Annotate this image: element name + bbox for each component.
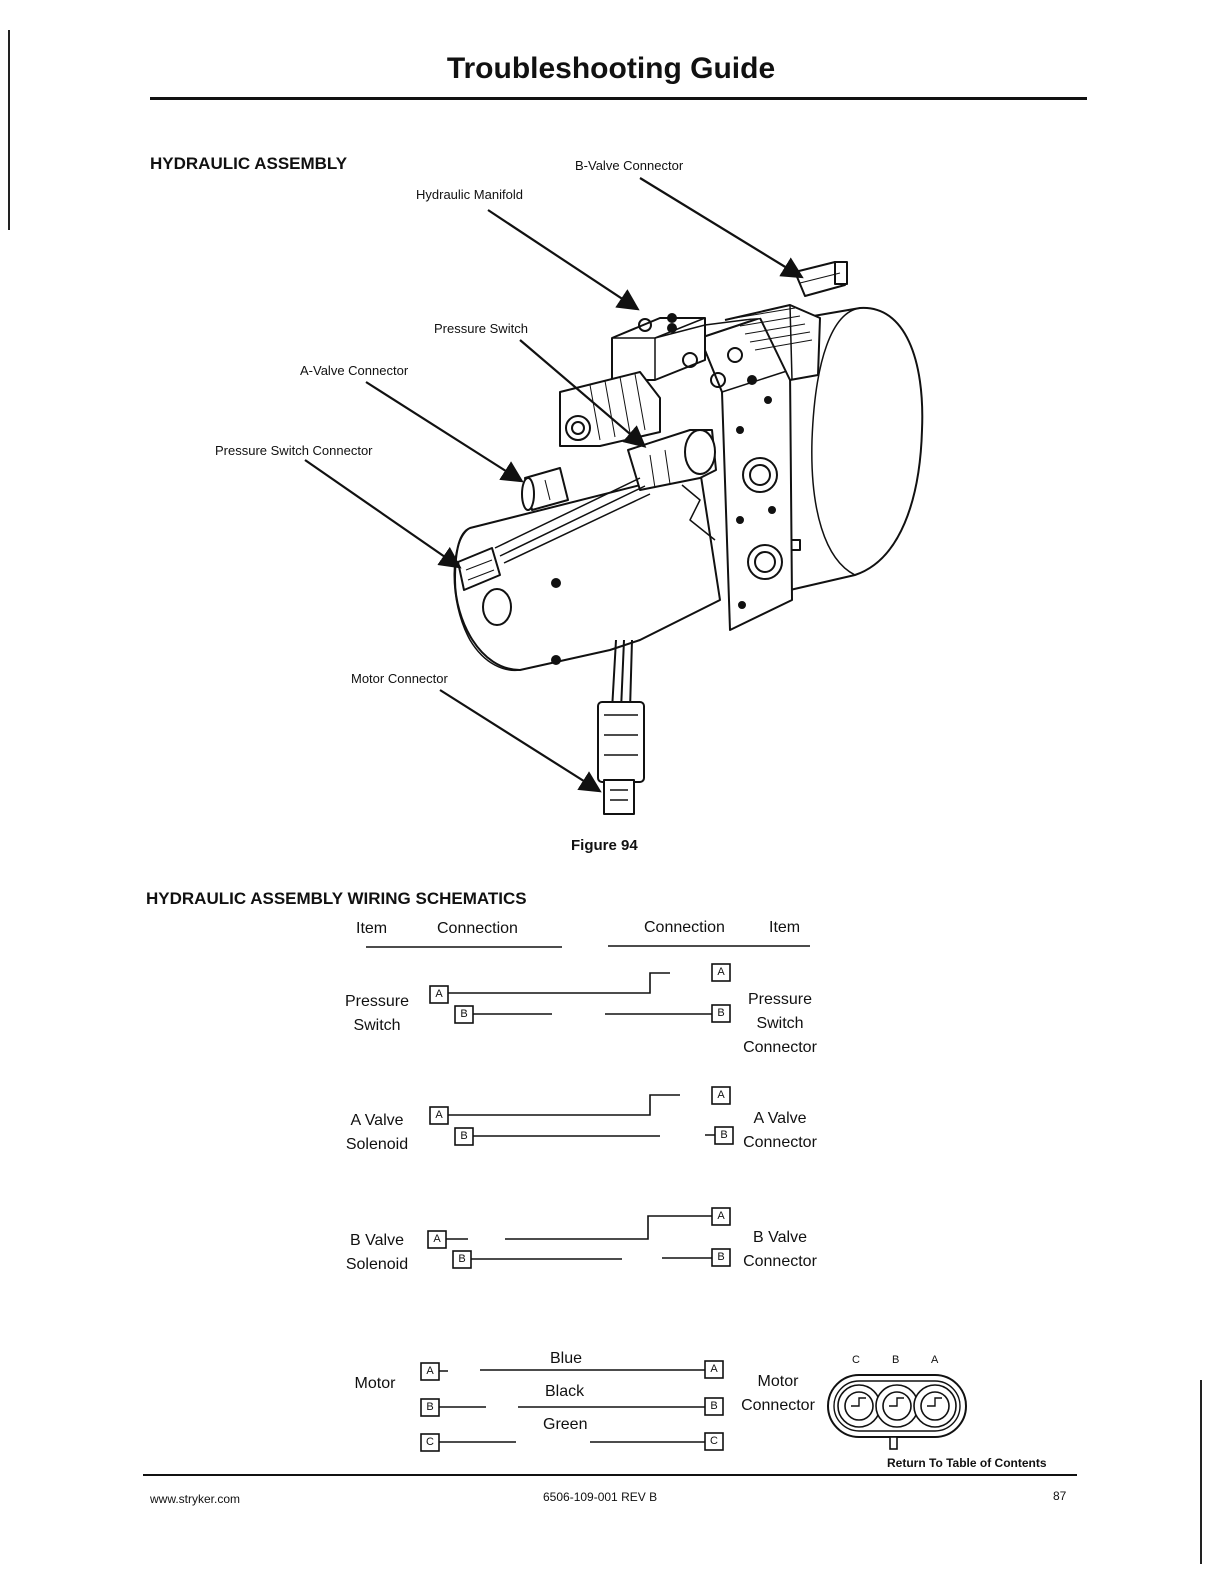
wire-bv-b: [471, 1257, 712, 1260]
pin-av-left-b: B: [460, 1130, 468, 1142]
schematic-label-a-valve-connector: A Valve Connector: [743, 1110, 817, 1151]
schematic-label-b-valve-connector: B Valve Connector: [743, 1229, 817, 1270]
wire-label-green: Green: [543, 1416, 588, 1433]
callout-a-valve-connector: A-Valve Connector: [300, 363, 409, 378]
b-valve-connector-icon: [794, 261, 848, 297]
section-heading-hydraulic-assembly: HYDRAULIC ASSEMBLY: [150, 154, 348, 173]
pin-av-left-a: A: [435, 1109, 443, 1121]
callout-leader-arrows: [304, 177, 804, 793]
plug-pin-label-a: A: [931, 1354, 939, 1366]
wire-ps-a: [448, 972, 670, 994]
pin-bv-right-b: B: [717, 1251, 725, 1263]
a-valve-solenoid-icon: [559, 371, 661, 447]
pin-bv-left-a: A: [433, 1233, 441, 1245]
header-left-connection: Connection: [437, 920, 518, 937]
pin-av-right-a: A: [717, 1089, 725, 1101]
callout-pressure-switch: Pressure Switch: [434, 321, 528, 336]
schematic-label-pressure-switch: Pressure Switch: [344, 993, 410, 1034]
schematic-label-pressure-switch-connector: Pressure Switch Connector: [743, 991, 817, 1056]
schematic-label-motor: Motor: [354, 1375, 396, 1392]
pin-ps-right-a: A: [717, 966, 725, 978]
callout-hydraulic-manifold: Hydraulic Manifold: [416, 187, 523, 202]
b-valve-solenoid-icon: [724, 304, 821, 381]
footer-website: www.stryker.com: [150, 1492, 241, 1506]
pin-motor-left-b: B: [426, 1401, 434, 1413]
footer-page-number: 87: [1053, 1489, 1067, 1503]
pin-motor-right-c: C: [710, 1435, 718, 1447]
pin-motor-left-c: C: [426, 1436, 434, 1448]
wire-label-black: Black: [545, 1383, 585, 1400]
plug-pin-label-c: C: [852, 1354, 860, 1366]
motor-connector-plug-icon: [597, 701, 645, 815]
wire-motor-blue: [439, 1369, 705, 1372]
pin-motor-right-a: A: [710, 1363, 718, 1375]
header-right-connection: Connection: [644, 919, 725, 936]
plug-pin-label-b: B: [892, 1354, 900, 1366]
motor-connector-plug-face-icon: [827, 1374, 967, 1450]
footer-rule: [143, 1474, 1077, 1476]
pin-ps-right-b: B: [717, 1007, 725, 1019]
pin-bv-left-b: B: [458, 1253, 466, 1265]
manifold-block-icon: [611, 313, 761, 388]
header-right-item: Item: [769, 919, 801, 936]
pressure-switch-icon: [627, 429, 717, 491]
motor-wires-icon: [611, 639, 633, 711]
pin-ps-left-a: A: [435, 988, 443, 1000]
header-rule: [150, 97, 1087, 100]
wire-label-blue: Blue: [550, 1350, 583, 1367]
section-heading-wiring-schematics: HYDRAULIC ASSEMBLY WIRING SCHEMATICS: [146, 889, 527, 908]
valve-body-icon: [699, 317, 801, 631]
scan-margin-mark-left: [8, 30, 10, 230]
a-valve-connector-icon: [521, 467, 569, 511]
callout-pressure-switch-connector: Pressure Switch Connector: [215, 443, 373, 458]
pin-bv-right-a: A: [717, 1210, 725, 1222]
pin-ps-left-b: B: [460, 1008, 468, 1020]
pin-av-right-b: B: [720, 1129, 728, 1141]
wire-bv-a: [446, 1215, 712, 1240]
pressure-switch-connector-icon: [457, 547, 501, 591]
pin-motor-right-b: B: [710, 1400, 718, 1412]
return-to-toc-link[interactable]: Return To Table of Contents: [887, 1456, 1047, 1470]
schematic-label-motor-connector: Motor Connector: [741, 1373, 815, 1414]
pump-housing-icon: [453, 469, 721, 672]
motor-cylinder-icon: [789, 306, 924, 591]
footer-doc-number: 6506-109-001 REV B: [543, 1490, 658, 1504]
schematic-label-a-valve-solenoid: A Valve Solenoid: [345, 1112, 409, 1153]
pin-motor-left-a: A: [426, 1365, 434, 1377]
schematic-label-b-valve-solenoid: B Valve Solenoid: [345, 1232, 409, 1273]
figure-caption: Figure 94: [571, 837, 638, 854]
header-left-item: Item: [356, 920, 388, 937]
scan-margin-mark-right: [1200, 1380, 1202, 1564]
page-title: Troubleshooting Guide: [446, 52, 776, 85]
callout-b-valve-connector: B-Valve Connector: [575, 158, 684, 173]
wire-av-a: [448, 1094, 680, 1116]
callout-motor-connector: Motor Connector: [351, 671, 448, 686]
wire-av-b: [473, 1134, 715, 1137]
pressure-switch-harness-icon: [494, 477, 651, 564]
